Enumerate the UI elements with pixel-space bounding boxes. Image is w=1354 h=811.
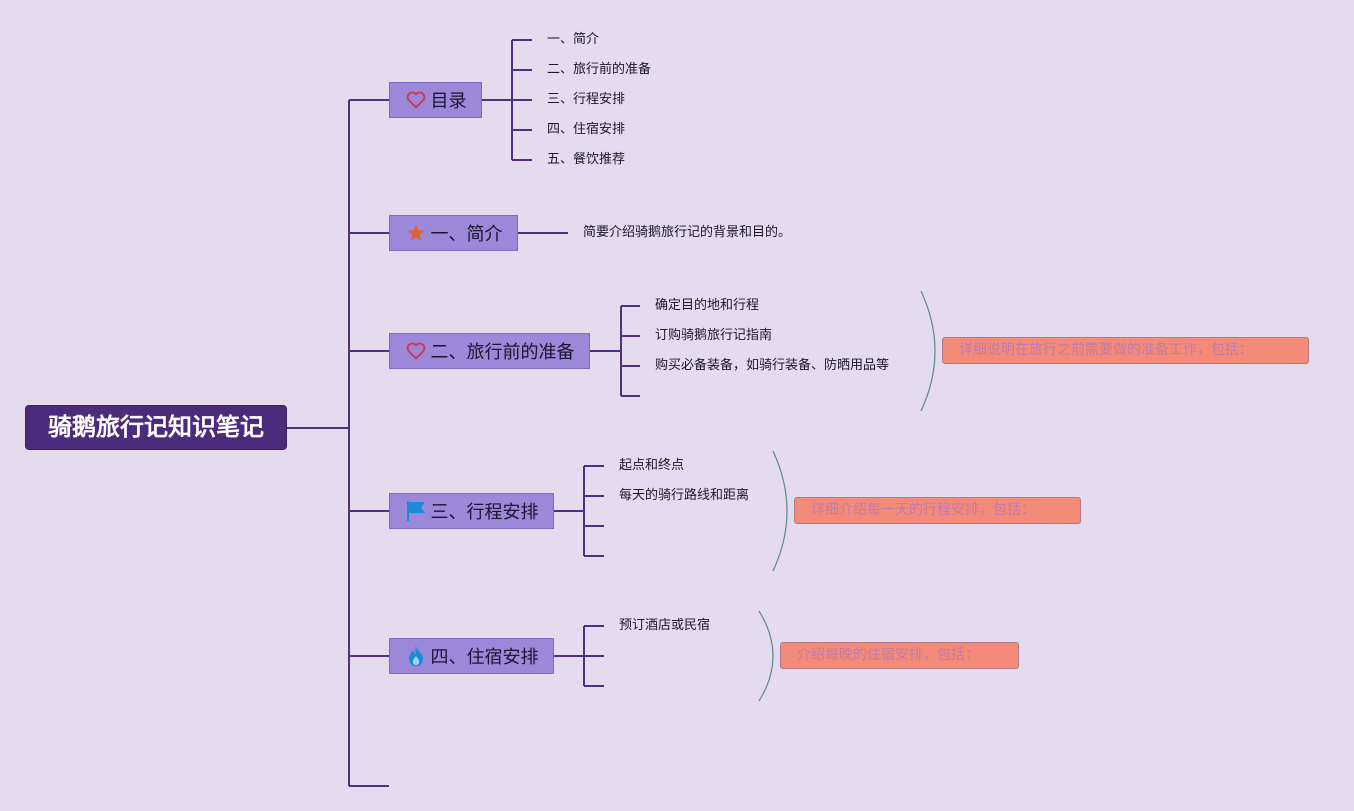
topic-prep[interactable]: 二、旅行前的准备 — [389, 333, 590, 369]
lodging-item[interactable]: 预订酒店或民宿 — [619, 618, 711, 633]
intro-item[interactable]: 简要介绍骑鹅旅行记的背景和目的。 — [583, 225, 792, 240]
root-topic[interactable]: 骑鹅旅行记知识笔记 — [25, 405, 287, 450]
topic-intro[interactable]: 一、简介 — [389, 215, 518, 251]
prep-item[interactable]: 订购骑鹅旅行记指南 — [655, 328, 773, 343]
topic-lodging[interactable]: 四、住宿安排 — [389, 638, 554, 674]
topic-intro-label: 一、简介 — [430, 224, 503, 245]
lodging-summary-brace — [758, 610, 774, 702]
topic-itinerary-label: 三、行程安排 — [430, 502, 539, 523]
itinerary-summary-brace — [772, 450, 788, 572]
toc-item[interactable]: 一、简介 — [547, 32, 600, 47]
itinerary-item[interactable]: 起点和终点 — [619, 458, 685, 473]
toc-item[interactable]: 五、餐饮推荐 — [547, 152, 626, 167]
toc-item[interactable]: 二、旅行前的准备 — [547, 62, 652, 77]
star-icon — [405, 222, 427, 244]
lodging-summary-note[interactable]: 介绍每晚的住宿安排，包括： — [780, 642, 1019, 669]
itinerary-summary-note[interactable]: 详细介绍每一天的行程安排，包括： — [794, 497, 1081, 524]
prep-summary-note[interactable]: 详细说明在旅行之前需要做的准备工作，包括： — [942, 337, 1309, 364]
prep-item[interactable]: 确定目的地和行程 — [655, 298, 760, 313]
toc-item[interactable]: 三、行程安排 — [547, 92, 626, 107]
topic-toc[interactable]: 目录 — [389, 82, 482, 118]
topic-lodging-label: 四、住宿安排 — [430, 647, 539, 668]
topic-toc-label: 目录 — [430, 91, 467, 112]
flag-icon — [405, 500, 427, 522]
prep-summary-brace — [920, 290, 936, 412]
heart-icon — [405, 340, 427, 362]
toc-item[interactable]: 四、住宿安排 — [547, 122, 626, 137]
topic-itinerary[interactable]: 三、行程安排 — [389, 493, 554, 529]
heart-icon — [405, 89, 427, 111]
prep-item[interactable]: 购买必备装备，如骑行装备、防晒用品等 — [655, 358, 890, 373]
itinerary-item[interactable]: 每天的骑行路线和距离 — [619, 488, 750, 503]
flame-icon — [405, 645, 427, 667]
topic-prep-label: 二、旅行前的准备 — [430, 342, 575, 363]
